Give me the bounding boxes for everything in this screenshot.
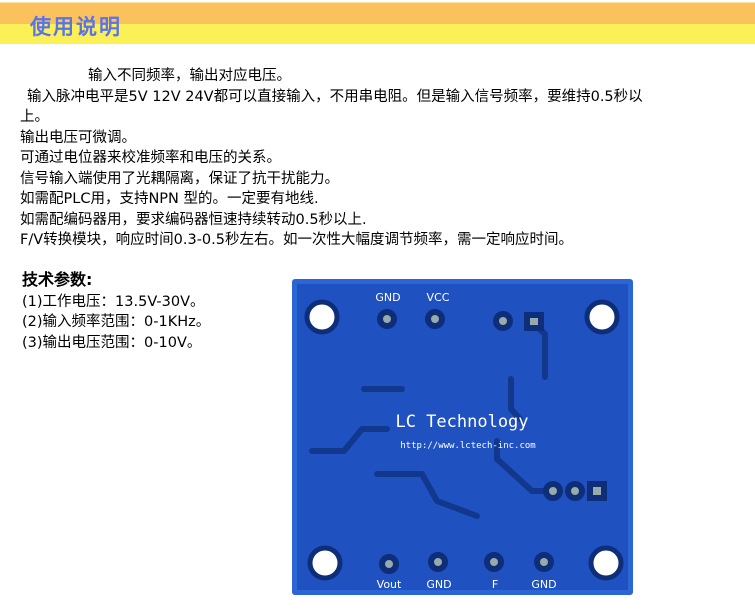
pin-label: VCC [427,291,450,304]
param-item: (3)输出电压范围：0-10V。 [22,334,202,351]
pin-label: Vout [377,578,402,591]
params-title: 技术参数: [22,270,93,289]
pin-label: GND [426,578,451,591]
param-item: (2)输入频率范围：0-1KHz。 [22,314,211,330]
desc-line: 信号输入端使用了光耦隔离，保证了抗干扰能力。 [20,170,339,187]
pin-label: F [492,578,498,591]
pin-label: GND [531,578,556,591]
desc-line: 输入脉冲电平是5V 12V 24V都可以直接输入，不用串电阻。但是输入信号频率，… [27,88,643,105]
pcb-url: http://www.lctech-inc.com [400,441,535,451]
pin-label: GND [375,291,400,304]
pcb-brand: LC Technology [395,412,528,432]
desc-line: 如需配PLC用，支持NPN 型的。一定要有地线. [20,191,319,207]
section-title: 使用说明 [30,14,122,39]
section-header: 使用说明 [0,2,755,44]
desc-line: 如需配编码器用，要求编码器恒速持续转动0.5秒以上. [20,211,367,228]
description: 输入不同频率，输出对应电压。 输入脉冲电平是5V 12V 24V都可以直接输入，… [20,66,750,251]
desc-line: 可通过电位器来校准频率和电压的关系。 [20,150,281,166]
tech-params: 技术参数: (1)工作电压：13.5V-30V。 (2)输入频率范围：0-1KH… [22,270,210,353]
desc-line: 输入不同频率，输出对应电压。 [88,68,291,84]
desc-line: F/V转换模块，响应时间0.3-0.5秒左右。如一次性大幅度调节频率，需一定响应… [20,232,573,248]
param-item: (1)工作电压：13.5V-30V。 [22,293,205,310]
desc-line: 输出电压可微调。 [20,129,136,146]
desc-line: 上。 [20,109,49,125]
pcb-board-photo: LC Technology http://www.lctech-inc.com … [292,279,633,595]
